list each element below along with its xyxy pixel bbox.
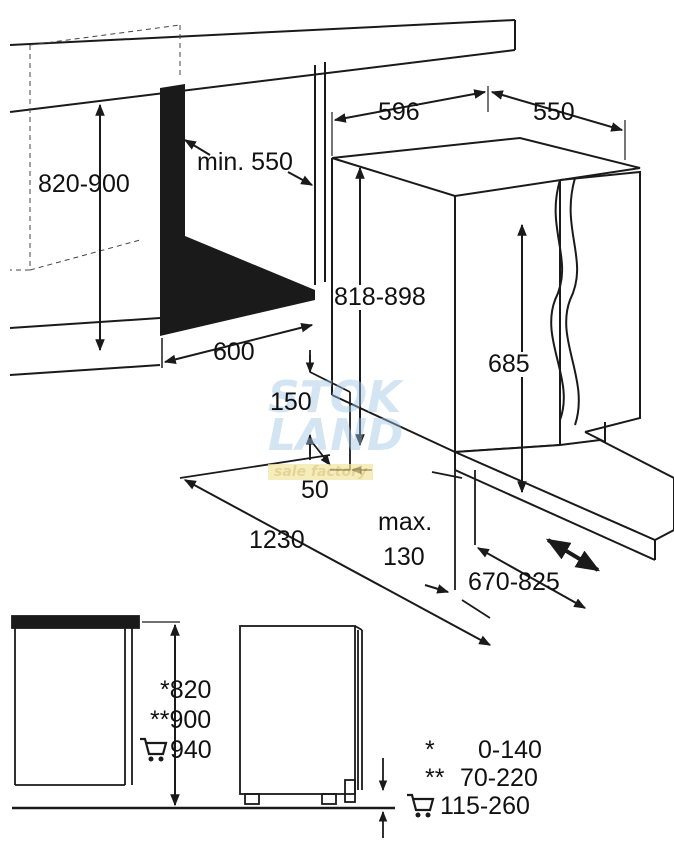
dim-niche-width-arrow xyxy=(163,322,314,365)
shopping-cart-icon xyxy=(407,793,435,818)
dishwasher-unit xyxy=(331,136,641,453)
niche-hidden-edges xyxy=(10,24,181,271)
label-door-opening: 670-825 xyxy=(468,568,560,596)
watermark-tagline: sale factory xyxy=(268,464,374,480)
label-min-depth: min. 550 xyxy=(197,148,293,176)
label-max: max. xyxy=(378,508,433,536)
label-door-height: 685 xyxy=(488,350,530,378)
label-unit-width: 596 xyxy=(378,98,420,126)
plinth-right-unit xyxy=(239,625,363,805)
kitchen-niche xyxy=(9,19,516,376)
label-adjustable-height: 818-898 xyxy=(334,283,426,311)
label-niche-width: 600 xyxy=(213,338,255,366)
watermark-logo: STOK LAND sale factory xyxy=(268,372,418,482)
dim-max-arrow xyxy=(424,584,450,594)
label-door-swing: 1230 xyxy=(249,526,305,554)
label-niche-height: 820-900 xyxy=(38,170,130,198)
plinth-height-940: 940 xyxy=(170,736,212,764)
label-unit-depth: 550 xyxy=(533,98,575,126)
gap-marker-1: * xyxy=(425,736,435,764)
dim-door-swing-arrow xyxy=(183,479,492,646)
plinth-left-cabinet xyxy=(11,615,140,786)
gap-value-2: 70-220 xyxy=(460,764,538,792)
dim-unit-width-arrow xyxy=(333,89,487,123)
dim-door-opening-arrow xyxy=(476,547,587,609)
gap-marker-2: ** xyxy=(425,764,445,792)
label-max-value: 130 xyxy=(383,543,425,571)
gap-value-3: 115-260 xyxy=(440,792,530,820)
gap-value-1: 0-140 xyxy=(478,736,542,764)
dim-unit-depth-arrow xyxy=(490,90,624,132)
niche-black-panel xyxy=(160,84,315,336)
door-panel xyxy=(550,170,641,443)
label-toe-kick-height: 150 xyxy=(270,388,312,416)
plinth-height-900: **900 xyxy=(150,706,212,734)
watermark-line1: STOK xyxy=(268,372,402,423)
plinth-height-820: *820 xyxy=(160,676,212,704)
label-toe-kick-depth: 50 xyxy=(301,476,329,504)
shopping-cart-icon xyxy=(140,737,168,762)
watermark-line2: LAND xyxy=(268,410,404,461)
door-flap xyxy=(454,438,674,561)
door-slide-arrow xyxy=(545,538,601,572)
dim-min-depth-arrow xyxy=(183,139,211,156)
